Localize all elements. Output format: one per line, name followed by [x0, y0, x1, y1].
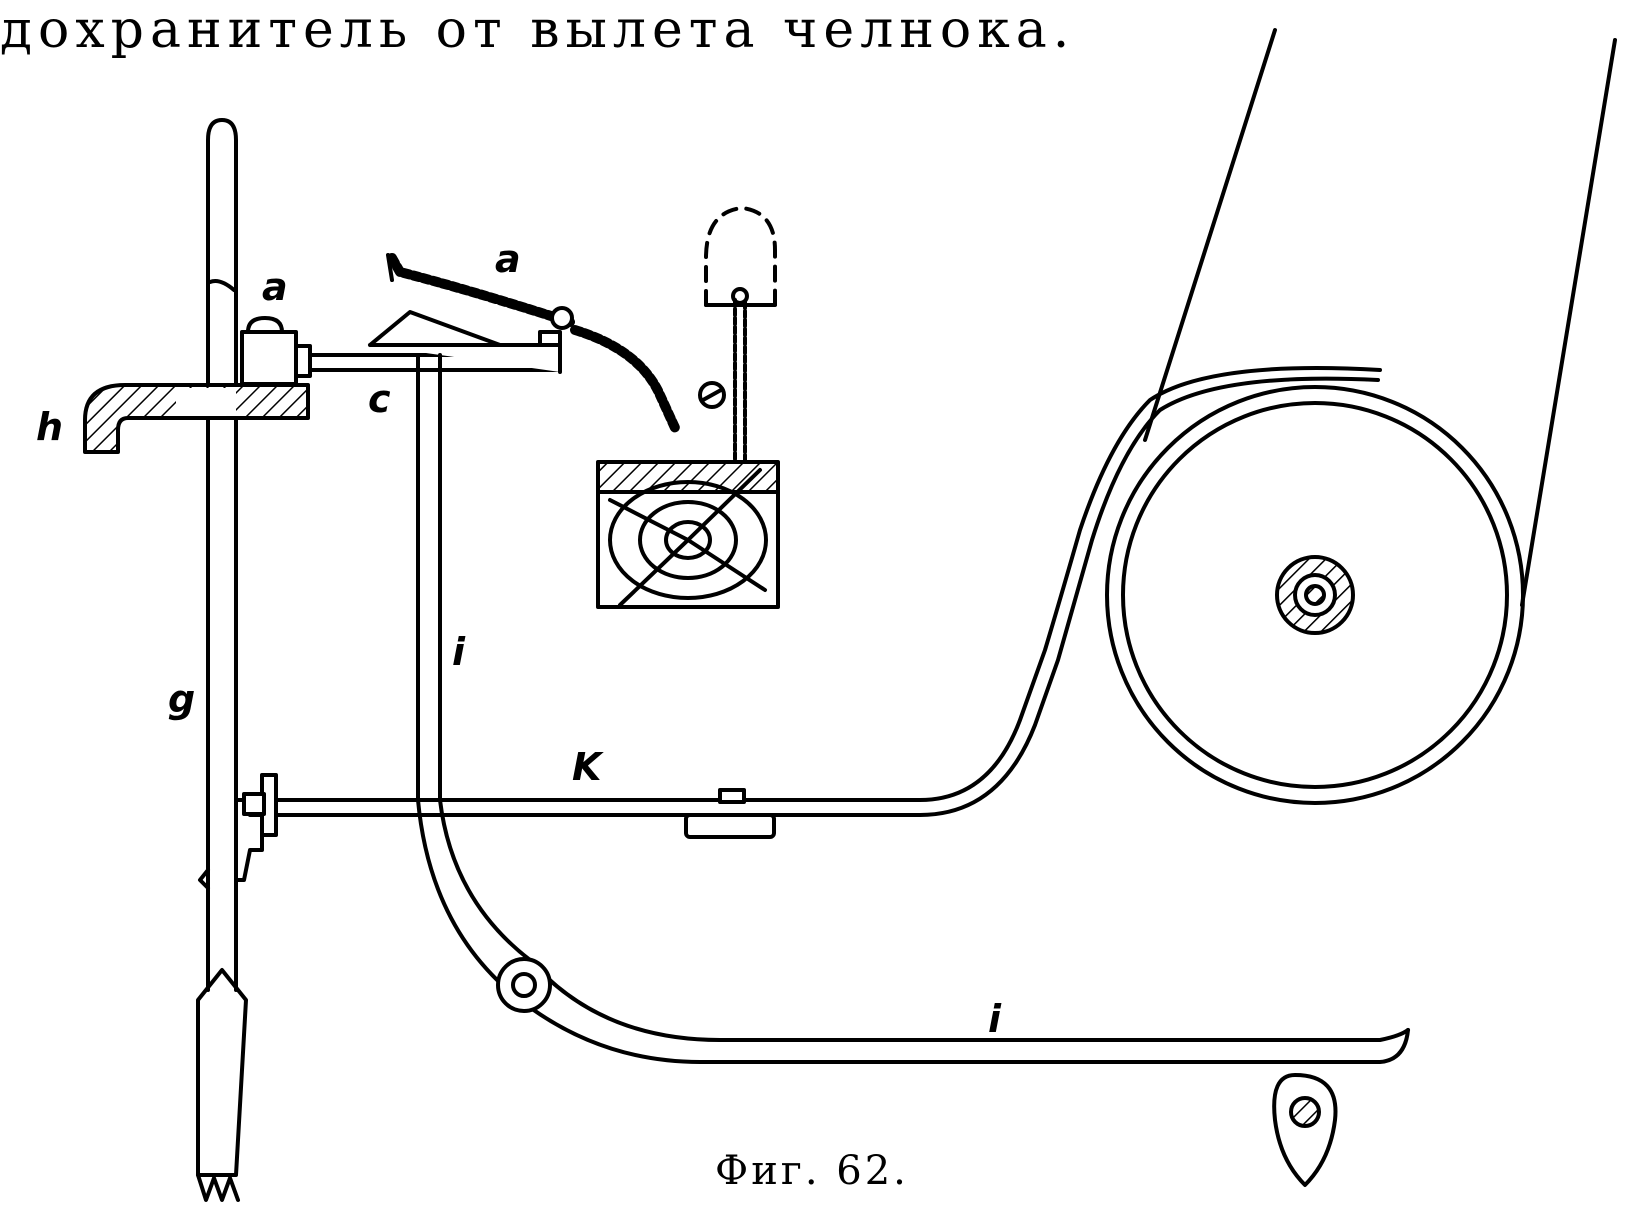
belt — [1143, 28, 1617, 607]
label-i-upper: i — [452, 630, 466, 674]
triangle-support — [368, 310, 562, 374]
page-header-text: дохранитель от вылета челнока. — [0, 0, 1076, 60]
lever-i — [416, 353, 1410, 1064]
figure-caption: Фиг. 62. — [715, 1148, 909, 1194]
shuttle-outline — [698, 206, 777, 472]
vertical-rod-g — [196, 118, 264, 1202]
label-h: h — [36, 405, 63, 449]
wooden-beam-section — [596, 460, 780, 609]
collar-a — [240, 316, 312, 386]
label-g: g — [168, 677, 195, 721]
label-a-upper-left: a — [262, 265, 288, 309]
label-i-lower: i — [988, 997, 1002, 1041]
bracket-h — [83, 383, 310, 454]
label-k: K — [572, 745, 604, 789]
label-a-lever: a — [495, 237, 521, 281]
large-wheel — [1105, 385, 1525, 805]
cam — [1272, 1073, 1338, 1187]
rod-k — [242, 366, 1382, 839]
lever-a — [386, 253, 681, 435]
label-c: c — [368, 377, 391, 421]
figure-labels: a a h c i g K i — [36, 237, 1002, 1041]
